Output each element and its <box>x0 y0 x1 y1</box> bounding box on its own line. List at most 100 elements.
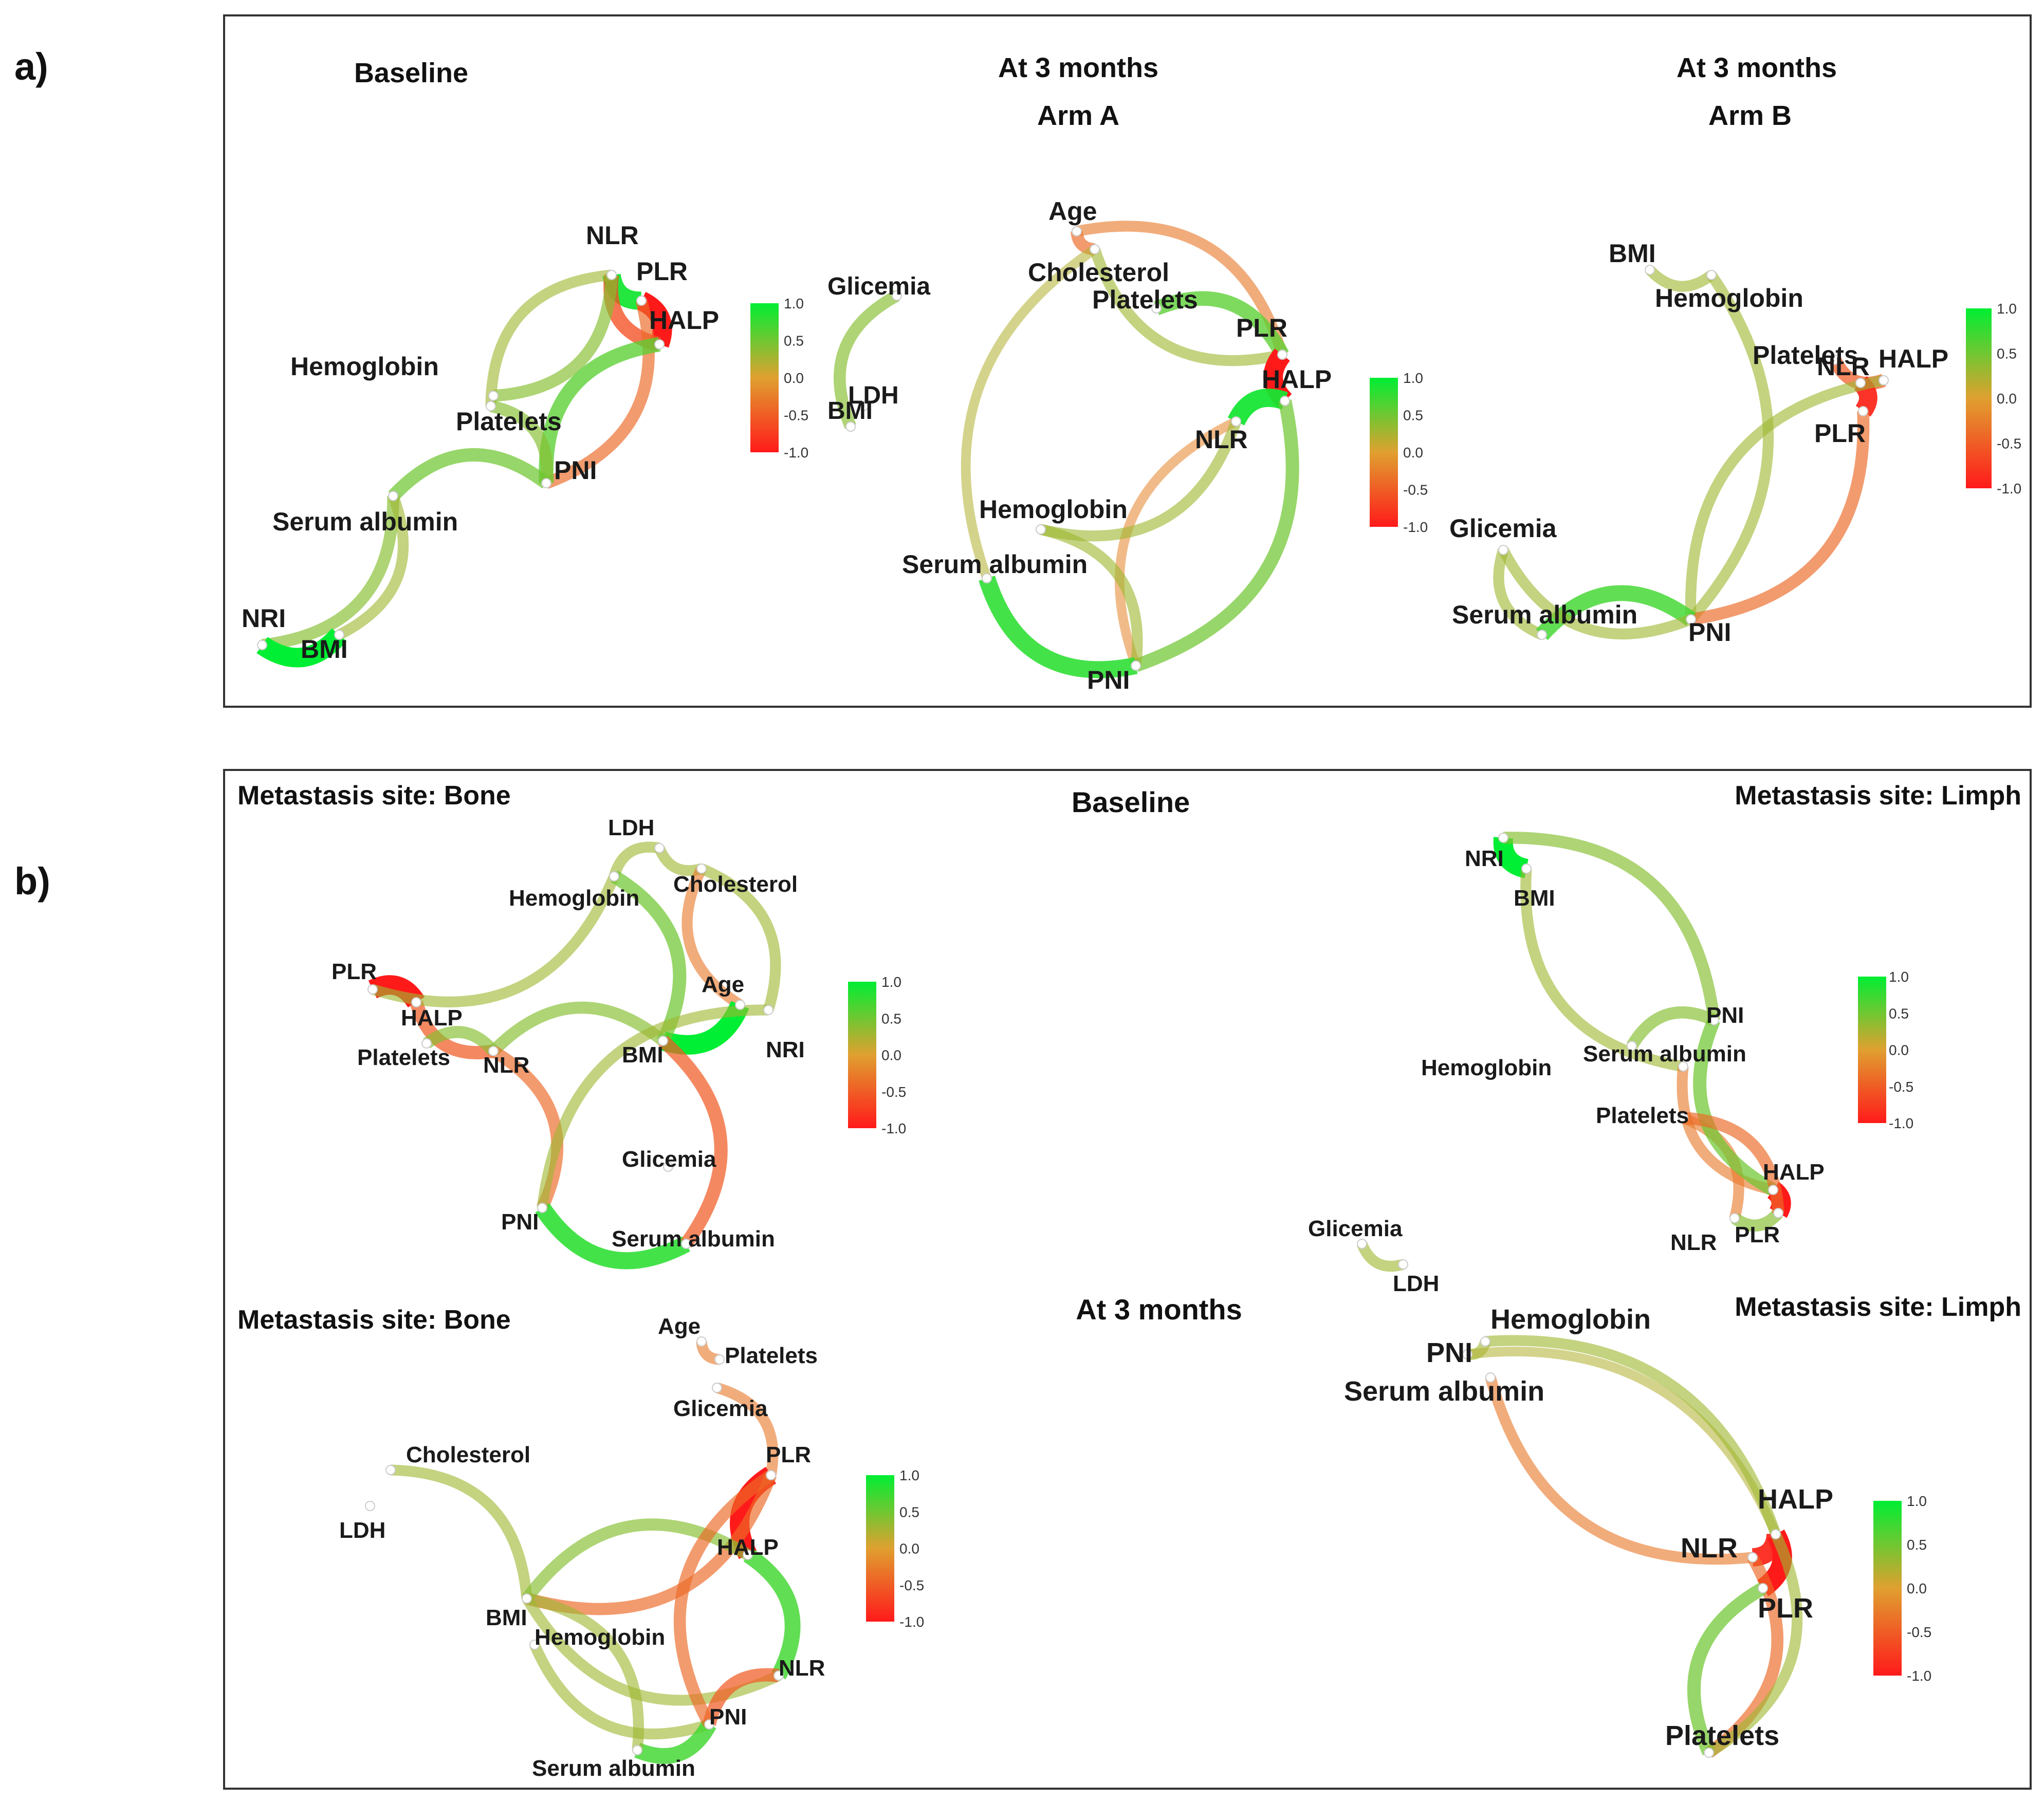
correlation-edge <box>1133 399 1299 672</box>
node-marker <box>735 1000 745 1010</box>
correlation-edge <box>1646 266 1715 292</box>
correlation-edge <box>1685 375 1885 620</box>
node-marker <box>1771 1529 1781 1539</box>
node-marker <box>681 1239 691 1249</box>
colorbar-tick-label: 0.0 <box>784 370 804 386</box>
correlation-edge <box>485 269 612 407</box>
node-marker <box>1537 630 1547 640</box>
node-marker <box>541 478 551 488</box>
node-label: NRI <box>1465 846 1504 871</box>
colorbar-tick-label: -0.5 <box>1403 482 1428 498</box>
colorbar-tick-label: -1.0 <box>1889 1115 1913 1131</box>
panel-b-frame <box>223 769 2032 1790</box>
colorbar-tick-label: -1.0 <box>881 1120 906 1136</box>
correlation-edge <box>410 1000 495 1059</box>
node-label: Serum albumin <box>532 1756 695 1781</box>
node-marker <box>606 270 617 280</box>
colorbar-tick-label: 0.0 <box>1889 1042 1909 1058</box>
node-marker <box>696 1336 707 1347</box>
colorbar-tick-label: -1.0 <box>784 445 808 461</box>
colorbar-tick-label: -1.0 <box>1403 519 1428 535</box>
node-label: NLR <box>1681 1533 1738 1564</box>
node-label: Hemoglobin <box>509 886 639 911</box>
colorbar-tick-label: -0.5 <box>1907 1624 1931 1640</box>
colorbar-tick-label: 0.5 <box>1907 1537 1927 1553</box>
correlation-edge <box>634 1720 716 1764</box>
node-label: PNI <box>1426 1337 1472 1368</box>
node-marker <box>1151 303 1162 314</box>
subplot-subtitle: Arm B <box>1708 100 1792 131</box>
colorbar-tick-label: 1.0 <box>784 296 804 311</box>
node-marker <box>766 1470 776 1480</box>
legends-layer: 1.0 0.5 0.0 -0.5 -1.0 1.0 0.5 0.0 -0.5 -1.0 1.0 0.5… <box>750 296 2021 1684</box>
colorbar-tick-label: 1.0 <box>1907 1493 1927 1509</box>
node-marker <box>743 1550 753 1560</box>
colorbar-tick-label: 0.5 <box>1403 408 1423 424</box>
node-marker <box>1729 1213 1740 1223</box>
node-marker <box>1398 1259 1408 1270</box>
subplot-title: At 3 months <box>1677 52 1837 83</box>
node-marker <box>1768 1185 1778 1195</box>
colorbar-tick-label: 0.5 <box>1997 346 2017 362</box>
node-marker <box>1627 1041 1637 1051</box>
correlation-edge <box>834 290 900 429</box>
node-label: BMI <box>301 635 348 664</box>
edges-layer <box>256 220 1886 1764</box>
node-label: Platelets <box>456 407 562 436</box>
node-label: LDH <box>608 815 654 840</box>
node-marker <box>636 296 647 306</box>
node-marker <box>982 573 992 583</box>
node-marker <box>257 640 267 650</box>
correlation-edge <box>1687 272 1774 623</box>
colorbar-tick-label: 1.0 <box>1997 301 2017 317</box>
node-label: PNI <box>554 456 597 485</box>
correlation-edge <box>611 870 687 1044</box>
node-marker <box>1521 863 1532 874</box>
node-label: NLR <box>1670 1230 1717 1255</box>
correlation-edge <box>261 495 399 651</box>
node-label: BMI <box>1514 886 1555 911</box>
colorbar <box>1873 1501 1902 1676</box>
colorbar-tick-label: 0.0 <box>1997 391 2017 407</box>
node-marker <box>858 401 869 411</box>
node-marker <box>1758 1583 1768 1593</box>
node-marker <box>1830 355 1840 365</box>
node-marker <box>1879 375 1889 385</box>
node-marker <box>529 1640 540 1650</box>
node-marker <box>411 997 421 1007</box>
colorbar <box>866 1475 894 1622</box>
node-marker <box>334 630 344 640</box>
correlation-edge <box>1503 832 1720 1021</box>
panel-a-frame <box>223 14 2032 708</box>
colorbar-tick-label: 1.0 <box>1403 370 1423 386</box>
node-label: NLR <box>1195 425 1248 454</box>
node-label: Cholesterol <box>1028 258 1169 287</box>
correlation-edge <box>743 1548 801 1680</box>
node-marker <box>1645 265 1655 275</box>
node-marker <box>1462 1349 1472 1359</box>
subplot-title: Metastasis site: Limph <box>1735 781 2021 811</box>
colorbar <box>1858 977 1886 1123</box>
correlation-edge <box>1039 524 1143 667</box>
correlation-edge <box>682 866 743 1009</box>
node-marker <box>763 1005 774 1015</box>
node-label: PLR <box>636 257 688 286</box>
colorbar-tick-label: -0.5 <box>881 1084 906 1100</box>
node-marker <box>774 1670 784 1681</box>
correlation-edge <box>1485 1376 1754 1565</box>
node-marker <box>537 1203 547 1213</box>
node-marker <box>845 421 856 432</box>
node-marker <box>388 491 398 501</box>
node-marker <box>385 1465 396 1475</box>
correlation-edge <box>1493 548 1544 640</box>
correlation-edge <box>609 841 660 878</box>
node-label: LDH <box>1393 1271 1439 1296</box>
correlation-edge <box>489 1001 667 1056</box>
node-label: NLR <box>586 221 639 250</box>
colorbar-tick-label: 0.0 <box>881 1047 901 1063</box>
node-label: PLR <box>1758 1593 1813 1624</box>
node-label: Serum albumin <box>612 1226 775 1252</box>
node-marker <box>1747 1552 1758 1563</box>
correlation-edge <box>1485 1335 1781 1536</box>
correlation-edge <box>1690 411 1870 626</box>
